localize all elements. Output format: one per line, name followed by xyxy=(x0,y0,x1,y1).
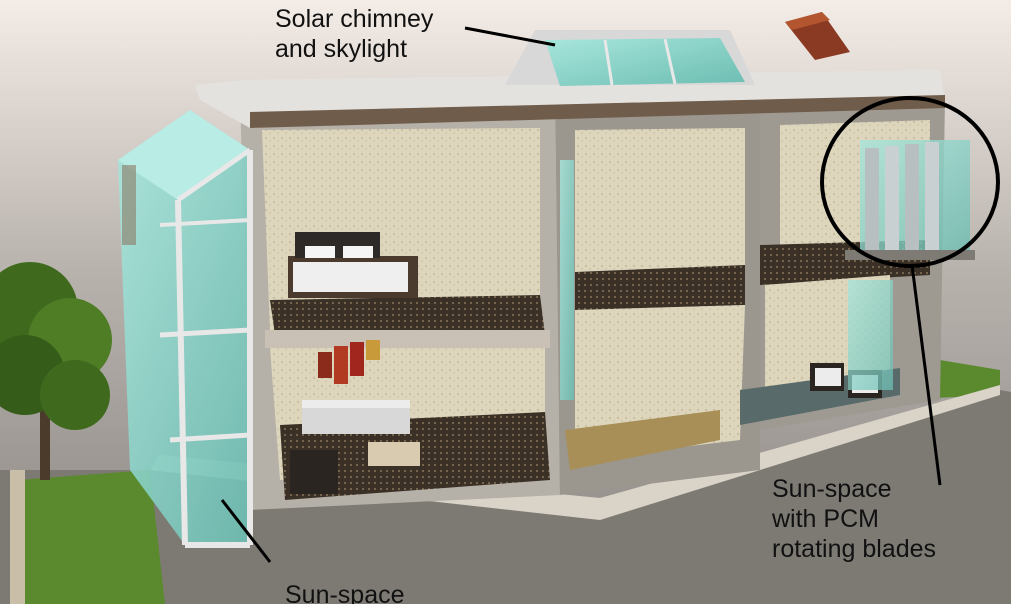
label-solar-chimney: Solar chimney and skylight xyxy=(275,5,434,63)
intermediate-slab xyxy=(265,330,550,348)
label-sun-space-pcm: Sun-space with PCM rotating blades xyxy=(772,475,937,563)
right-glass-stair xyxy=(848,280,893,390)
ground-plinth xyxy=(0,390,1011,604)
middle-upper-wall xyxy=(575,128,745,272)
bed xyxy=(288,232,418,298)
garden-edge xyxy=(10,470,25,604)
upper-room-floor xyxy=(270,295,545,335)
chimney-top xyxy=(785,12,830,30)
roof-edge xyxy=(250,95,945,128)
wall-art xyxy=(318,340,380,384)
callout-line-chimney xyxy=(464,26,556,47)
callout-line-pcm xyxy=(910,264,942,486)
solar-chimney-skylight xyxy=(505,30,755,86)
sofa xyxy=(290,400,420,494)
callout-line-sunspace xyxy=(220,499,272,563)
tree xyxy=(0,262,112,480)
middle-floor xyxy=(575,265,745,310)
vertical-glass-strip xyxy=(560,160,574,400)
garden-lawn-left xyxy=(18,470,165,604)
callout-circle-pcm xyxy=(820,96,1000,268)
pcm-rotating-blades xyxy=(845,140,975,260)
left-sun-space-tower xyxy=(118,110,253,548)
middle-lower-floor xyxy=(565,410,720,470)
label-sun-space: Sun-space xyxy=(285,581,405,604)
